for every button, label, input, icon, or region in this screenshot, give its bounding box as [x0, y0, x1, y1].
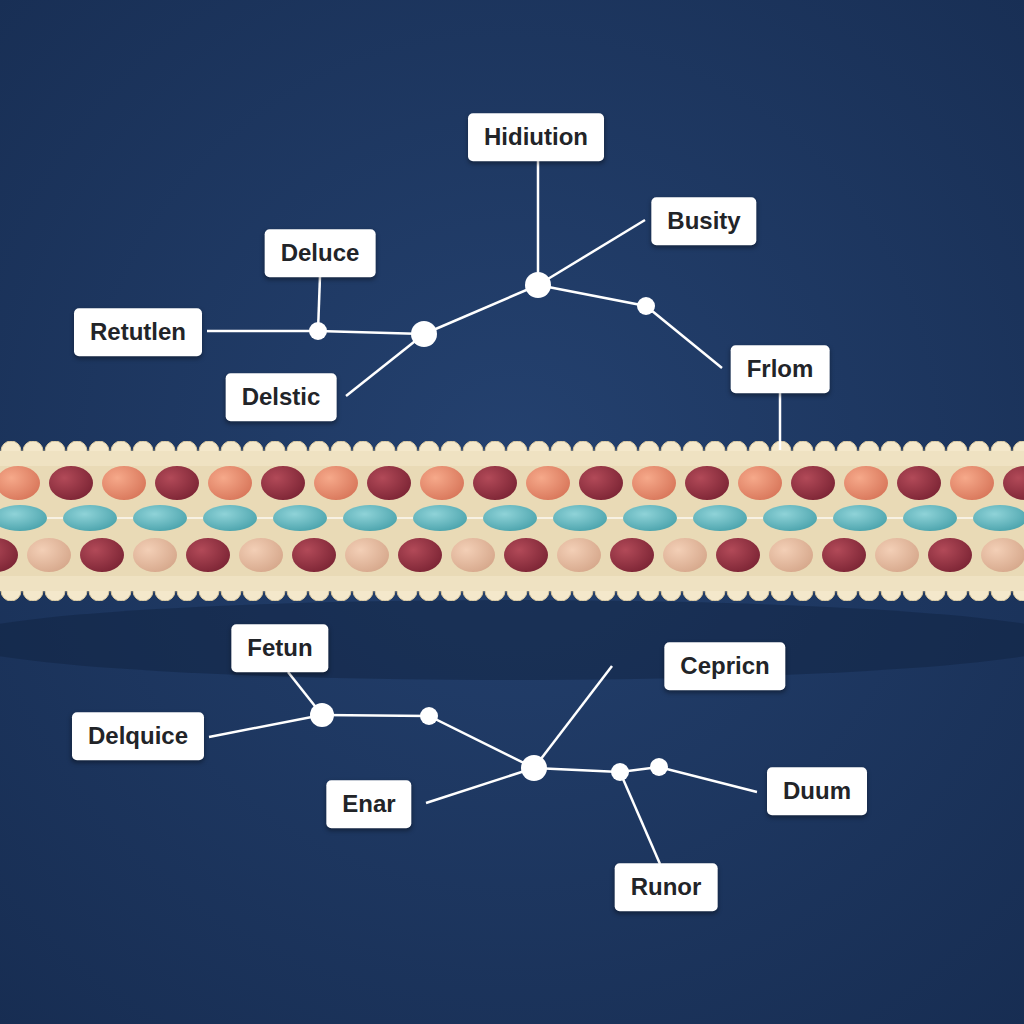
callout-label: Cepricn: [664, 642, 785, 690]
leader-lines: [207, 160, 780, 864]
callout-label: Busity: [651, 197, 756, 245]
callout-label: Retutlen: [74, 308, 202, 356]
callout-label: Enar: [326, 780, 411, 828]
callout-label: Duum: [767, 767, 867, 815]
callout-label: Fetun: [231, 624, 328, 672]
junction-dots: [309, 272, 668, 781]
callout-label: Frlom: [731, 345, 830, 393]
callout-label: Runor: [615, 863, 718, 911]
callout-label: Deluce: [265, 229, 376, 277]
callout-label: Hidiution: [468, 113, 604, 161]
callout-label: Delstic: [226, 373, 337, 421]
callout-label: Delquice: [72, 712, 204, 760]
